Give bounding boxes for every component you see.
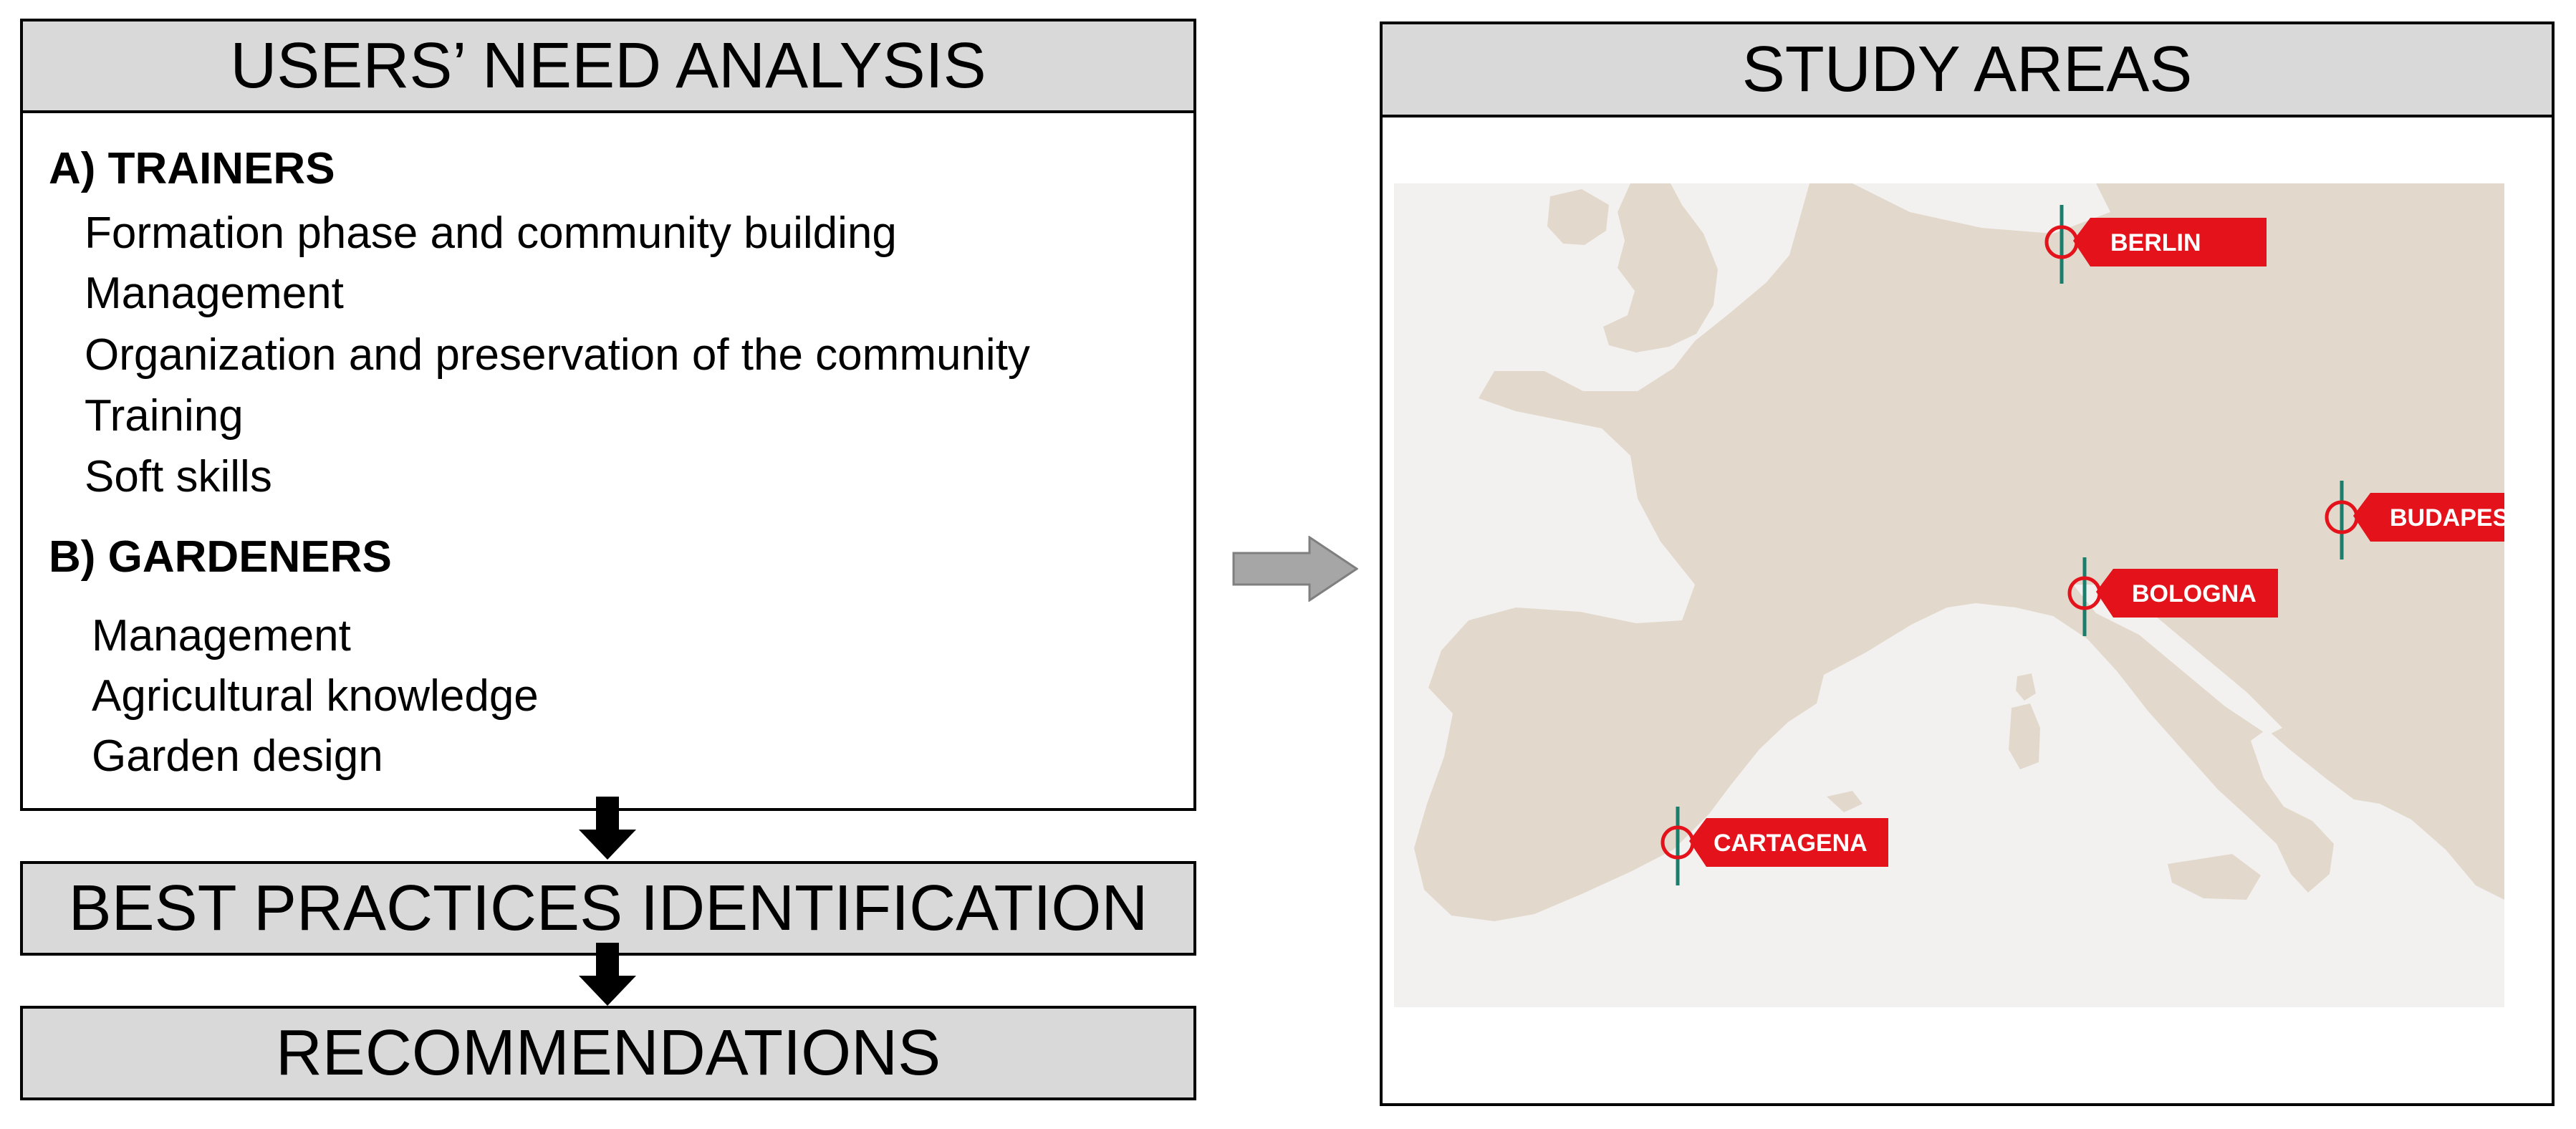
trainers-item-organization: Organization and preservation of the com… <box>85 330 1030 380</box>
down-arrow-icon <box>579 797 636 860</box>
sardinia-shape <box>2009 703 2040 769</box>
right-arrow-icon <box>1232 536 1358 602</box>
pin-tag <box>2353 493 2537 542</box>
pin-budapest: BUDAPEST <box>2325 481 2537 559</box>
best-practices-box: BEST PRACTICES IDENTIFICATION <box>20 861 1196 956</box>
ireland-shape <box>1547 189 1609 245</box>
pin-label-budapest: BUDAPEST <box>2390 504 2504 532</box>
trainers-item-training: Training <box>85 391 244 441</box>
pin-tag <box>2073 218 2267 266</box>
pin-ring <box>2044 225 2079 259</box>
best-practices-label: BEST PRACTICES IDENTIFICATION <box>68 872 1148 944</box>
pin-berlin: BERLIN <box>2044 205 2267 284</box>
recommendations-label: RECOMMENDATIONS <box>275 1017 941 1089</box>
pin-tag <box>2096 569 2278 618</box>
pin-ring <box>2325 500 2359 534</box>
pin-ring <box>2067 576 2102 610</box>
adriatic-sea <box>2073 585 2282 735</box>
study-areas-header: STUDY AREAS <box>1380 21 2555 117</box>
pin-label-cartagena: CARTAGENA <box>1714 830 1868 857</box>
trainers-item-formation: Formation phase and community building <box>85 208 897 258</box>
balearic-shape <box>1827 791 1863 812</box>
study-areas-panel <box>1380 115 2555 1106</box>
gardeners-item-garden-design: Garden design <box>92 731 383 781</box>
section-b-heading: B) GARDENERS <box>49 532 392 582</box>
baltic-sea <box>1852 183 2110 234</box>
users-need-analysis-header: USERS’ NEED ANALYSIS <box>20 19 1196 113</box>
trainers-item-management: Management <box>85 269 344 318</box>
trainers-item-soft-skills: Soft skills <box>85 452 272 501</box>
down-arrow-icon <box>579 943 636 1006</box>
gardeners-item-agricultural: Agricultural knowledge <box>92 671 539 721</box>
mainland-shape <box>1414 183 2504 921</box>
britain-shape <box>1603 183 1718 352</box>
corsica-shape <box>2016 673 2036 701</box>
study-areas-title: STUDY AREAS <box>1741 33 2193 105</box>
recommendations-box: RECOMMENDATIONS <box>20 1006 1196 1100</box>
pin-label-bologna: BOLOGNA <box>2132 580 2257 607</box>
pin-label-berlin: BERLIN <box>2110 229 2201 256</box>
pin-cartagena: CARTAGENA <box>1661 807 1888 885</box>
land-masses <box>1414 183 2504 921</box>
europe-map: BERLIN BUDAPEST BOLOGNA CARTAGENA <box>1394 183 2537 1007</box>
section-a-heading: A) TRAINERS <box>49 144 335 193</box>
pin-tag <box>1689 818 1888 867</box>
pin-bologna: BOLOGNA <box>2067 557 2278 636</box>
europe-map-svg: BERLIN BUDAPEST BOLOGNA CARTAGENA <box>1394 183 2537 1007</box>
sicily-shape <box>2168 854 2261 900</box>
users-need-analysis-title: USERS’ NEED ANALYSIS <box>230 29 986 102</box>
gardeners-item-management: Management <box>92 611 351 660</box>
pin-ring <box>1661 825 1695 860</box>
